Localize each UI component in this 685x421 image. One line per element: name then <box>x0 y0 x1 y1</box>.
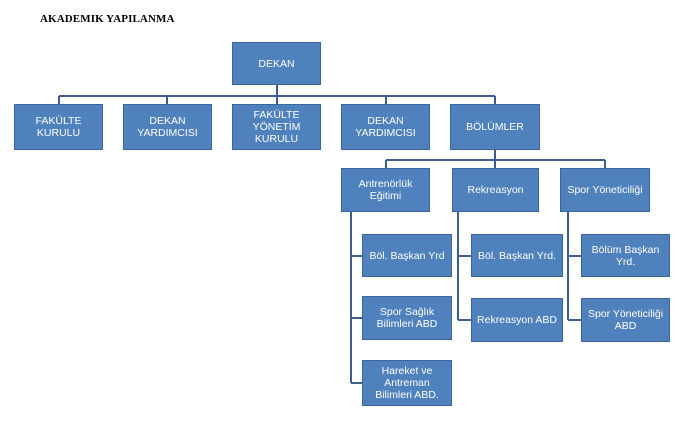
node-bol-baskan-yrd-2: Böl. Başkan Yrd. <box>471 234 563 277</box>
node-bolum-baskan-yrd-3: Bölüm Başkan Yrd. <box>581 234 670 277</box>
node-fakulte-kurulu: FAKÜLTE KURULU <box>14 104 103 150</box>
node-spor-yoneticiligi: Spor Yöneticiliği <box>560 168 650 212</box>
node-dekan: DEKAN <box>232 42 321 85</box>
node-dekan-yardimcisi-1: DEKAN YARDIMCISI <box>123 104 212 150</box>
node-spor-saglik-bilimleri-abd: Spor Sağlık Bilimleri ABD <box>362 296 452 340</box>
node-bol-baskan-yrd-1: Böl. Başkan Yrd <box>362 234 452 277</box>
node-antrenorluk-egitimi: Antrenörlük Eğitimi <box>341 168 430 212</box>
chart-title: AKADEMIK YAPILANMA <box>40 13 175 25</box>
node-rekreasyon: Rekreasyon <box>452 168 539 212</box>
node-fakulte-yonetim-kurulu: FAKÜLTE YÖNETİM KURULU <box>232 104 321 150</box>
node-bolumler: BÖLÜMLER <box>450 104 540 150</box>
node-rekreasyon-abd: Rekreasyon ABD <box>471 298 563 342</box>
node-dekan-yardimcisi-2: DEKAN YARDIMCISI <box>341 104 430 150</box>
node-hareket-antreman-bilimleri-abd: Hareket ve Antreman Bilimleri ABD. <box>362 360 452 406</box>
node-spor-yoneticiligi-abd: Spor Yöneticiliği ABD <box>581 298 670 342</box>
